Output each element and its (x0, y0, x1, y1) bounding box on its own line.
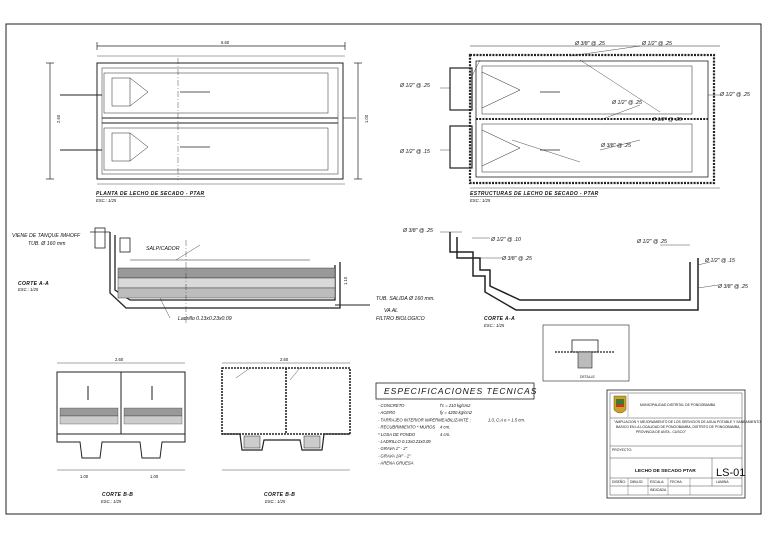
rebar-r9: Ø 3/8" @ .25 (402, 228, 433, 234)
sheet-border (5, 23, 762, 515)
dim-right-height: 1.00 (364, 114, 369, 123)
tb-cell-scale: ESCALA: (650, 480, 664, 484)
section-b-left (56, 362, 186, 471)
cut-a2-title: CORTE A-A (484, 316, 515, 322)
struct-scale: ESC.: 1/25 (470, 198, 491, 203)
spec-label: * LOSA DE FONDO (378, 432, 416, 437)
spec-label: - ACERO (378, 410, 396, 415)
rebar-r2: Ø 1/2" @ .25 (641, 41, 672, 47)
cut-b2-scale: ESC.: 1/25 (265, 499, 286, 504)
inlet-note: VIENE DE TANQUE IMHOFF (12, 233, 81, 239)
spec-label: - LADRILLO 0.13x0.23x0.09 (378, 439, 431, 444)
rebar-r14: Ø 3/8" @ .25 (717, 284, 748, 290)
detail-view (542, 324, 630, 382)
section-a-right (440, 231, 719, 311)
spec-lines: - CONCRETO f'c = 210 kg/cm2 - ACERO fy = 42… (378, 403, 525, 466)
rebar-r8: Ø 1/2" @ .15 (399, 149, 430, 155)
rebar-r12: Ø 1/2" @ .25 (636, 239, 667, 245)
specifications-block: ESPECIFICACIONES TECNICAS - CONCRETO f'c … (375, 382, 537, 466)
cut-b-scale: ESC.: 1/25 (101, 499, 122, 504)
rebar-r6: Ø 3/8" @ .25 (600, 143, 631, 149)
outlet-to: VA AL (384, 308, 398, 314)
rebar-r13: Ø 1/2" @ .15 (704, 258, 735, 264)
title-block (606, 389, 746, 499)
tb-cell-design: DISEÑO: (612, 479, 626, 484)
tb-cell-date: FECHA: (670, 480, 682, 484)
rebar-r1: Ø 3/8" @ .25 (574, 41, 605, 47)
rebar-r10: Ø 1/2" @ .10 (490, 237, 521, 243)
dim-bb-right: 1.00 (150, 474, 159, 479)
dim-section-height: 1.10 (343, 276, 348, 285)
brick-note: Ladrillo 0.13x0.23x0.09 (178, 316, 232, 322)
spec-label: - TARRAJEO INTERIOR IMPERMEABILIZANTE : (378, 417, 471, 422)
spec-value: f'c = 210 kg/cm2 (440, 403, 471, 408)
splash-note: SALPICADOR (146, 246, 180, 252)
section-b-right (221, 362, 351, 471)
dim-bb2-width: 2.60 (280, 357, 289, 362)
outlet-pipe: TUB. SALIDA Ø 160 mm. (376, 296, 435, 302)
rebar-r11: Ø 3/8" @ .25 (501, 256, 532, 262)
tb-cell-scale-value: INDICADA (650, 488, 667, 492)
spec-label: - RECUBRIMIENTO * MUROS (378, 425, 435, 430)
plan-view (46, 42, 362, 185)
spec-label: - GRAVA 1/4" - 1" (378, 453, 411, 458)
spec-label: - ARENA GRUESA (378, 461, 414, 466)
spec-value: fy = 4200 kg/cm2 (440, 410, 473, 415)
inlet-pipe: TUB. Ø 160 mm (28, 241, 66, 247)
cut-b-title: CORTE B-B (102, 492, 133, 498)
sheet-title: LECHO DE SECADO PTAR (635, 468, 696, 474)
dim-top-width: 6.60 (221, 40, 230, 45)
sheet-code: LS-01 (716, 467, 745, 479)
project-line-3: PROVINCIA DE ANTA - CUSCO" (636, 430, 687, 434)
spec-label: - CONCRETO (378, 403, 405, 408)
cut-a-scale: ESC.: 1/25 (18, 287, 39, 292)
rebar-r7: Ø 1/2" @ .25 (651, 117, 682, 123)
entity-name: MUNICIPALIDAD DISTRITAL DE PONGOBAMBA (640, 403, 716, 407)
cut-a2-scale: ESC.: 1/25 (484, 323, 505, 328)
cut-b2-title: CORTE B-B (264, 492, 295, 498)
rebar-r5: Ø 1/2" @ .25 (719, 92, 750, 98)
municipal-seal (613, 395, 627, 414)
tb-cell-drawing: DIBUJO: (630, 480, 643, 484)
dim-bb-left: 1.00 (80, 474, 89, 479)
spec-value: 4 cm. (440, 432, 450, 437)
section-a-left (90, 227, 370, 325)
struct-title: ESTRUCTURAS DE LECHO DE SECADO - PTAR (470, 191, 599, 197)
detail-label: DETALLE (580, 375, 596, 379)
dim-bb-width: 2.60 (115, 357, 124, 362)
spec-label: - GRAVA 1" - 2" (378, 446, 408, 451)
project-label: PROYECTO: (612, 448, 632, 452)
cut-a-title: CORTE A-A (18, 281, 49, 287)
rebar-r4: Ø 1/2" @ .25 (611, 100, 642, 106)
plan-title: PLANTA DE LECHO DE SECADO - PTAR (96, 191, 205, 197)
spec-value: 1:3, C:A e = 1.5 cm. (488, 417, 525, 422)
spec-heading: ESPECIFICACIONES TECNICAS (384, 386, 537, 396)
dim-left-height: 2.60 (56, 114, 61, 123)
rebar-r3: Ø 1/2" @ .25 (399, 83, 430, 89)
project-line-2: BASICO EN LA LOCALIDAD DE PONGOBAMBA, DI… (616, 425, 740, 429)
project-line-1: "AMPLIACION Y MEJORAMIENTO DE LOS SERVIC… (614, 420, 761, 424)
outlet-dest: FILTRO BIOLOGICO (376, 316, 425, 322)
structure-view (440, 45, 720, 189)
spec-value: 4 cm. (440, 425, 450, 430)
tb-cell-sheet: LAMINA (716, 480, 729, 484)
plan-scale: ESC.: 1/25 (96, 198, 117, 203)
